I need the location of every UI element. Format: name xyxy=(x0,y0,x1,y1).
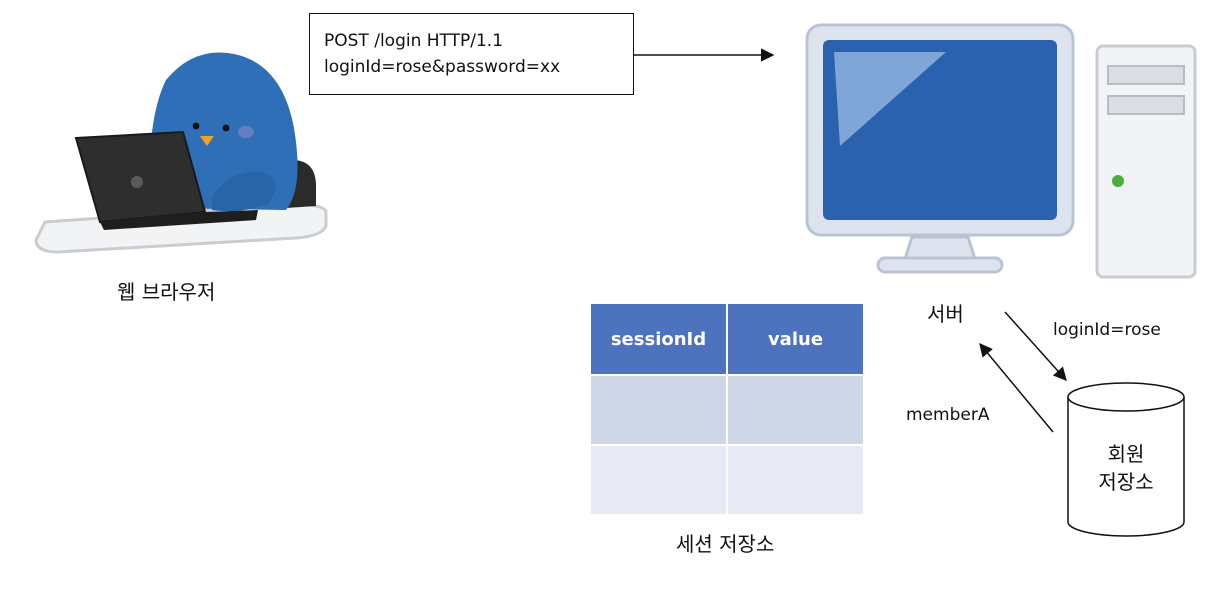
penguin-laptop-icon xyxy=(34,52,328,254)
table-cell xyxy=(726,374,865,446)
database-icon xyxy=(1067,382,1185,537)
pc-tower-icon xyxy=(1095,44,1197,279)
result-arrow xyxy=(979,342,1054,433)
result-arrow-label: memberA xyxy=(906,405,990,425)
lookup-arrow-label: loginId=rose xyxy=(1053,320,1161,340)
table-row xyxy=(589,444,865,516)
column-header-sessionid: sessionId xyxy=(589,302,728,376)
session-table: sessionId value xyxy=(589,302,865,516)
http-request-box: POST /login HTTP/1.1 loginId=rose&passwo… xyxy=(309,13,634,95)
member-store-line1: 회원 xyxy=(1107,442,1145,466)
table-cell xyxy=(589,444,728,516)
server-label: 서버 xyxy=(927,302,964,326)
session-table-header: sessionId value xyxy=(589,302,865,376)
table-cell xyxy=(589,374,728,446)
request-line: POST /login HTTP/1.1 xyxy=(324,31,504,51)
lookup-arrow xyxy=(1004,311,1067,382)
session-store-label: 세션 저장소 xyxy=(676,532,775,556)
browser-label: 웹 브라우저 xyxy=(117,280,216,304)
member-store-line2: 저장소 xyxy=(1098,470,1154,494)
table-row xyxy=(589,374,865,446)
table-cell xyxy=(726,444,865,516)
monitor-icon xyxy=(805,23,1075,274)
member-store-label: 회원 저장소 xyxy=(1068,440,1184,496)
column-header-value: value xyxy=(726,302,865,376)
request-body: loginId=rose&password=xx xyxy=(324,57,561,77)
